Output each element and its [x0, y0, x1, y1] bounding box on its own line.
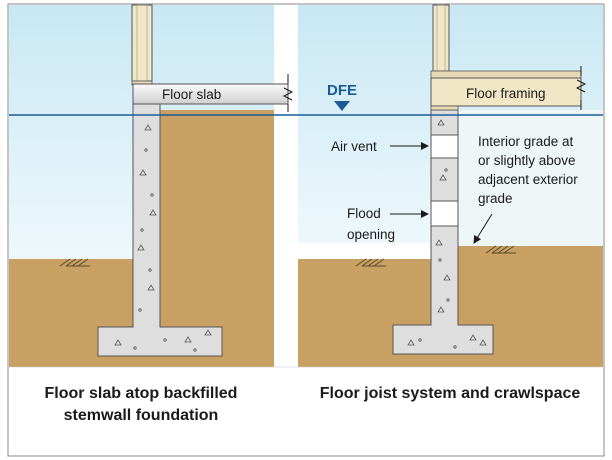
wall-block [430, 157, 459, 202]
backfill [160, 110, 274, 259]
interior-grade-line-1: Interior grade at [478, 134, 574, 149]
right-wall-stud [432, 4, 450, 72]
right-caption: Floor joist system and crawlspace [320, 385, 581, 402]
air-vent [430, 134, 459, 159]
flood-opening [430, 200, 459, 227]
floor-framing [430, 77, 582, 107]
interior-grade-line-4: grade [478, 191, 513, 206]
left-aggregate [114, 124, 212, 352]
down-triangle-icon [334, 101, 350, 111]
interior-grade-line-2: or slightly above [478, 153, 576, 168]
dfe-label: DFE [327, 82, 357, 99]
right-panel: Floor framing Air vent Flood opening Int… [298, 4, 603, 367]
flood-opening-label-2: opening [347, 227, 395, 242]
sill-plate [430, 70, 582, 79]
flood-opening-label-1: Flood [347, 206, 381, 221]
floor-slab-label: Floor slab [162, 87, 221, 102]
left-caption-line-2: stemwall foundation [64, 407, 219, 424]
interior-grade-arrow [473, 213, 493, 244]
left-caption-line-1: Floor slab atop backfilled [45, 385, 238, 402]
left-grade-hatch [59, 258, 90, 267]
stemwall [97, 103, 223, 357]
right-aggregate [407, 119, 487, 349]
left-panel: Floor slab [9, 4, 294, 367]
air-vent-label: Air vent [331, 139, 377, 154]
interior-grade-line-3: adjacent exterior [478, 172, 578, 187]
right-stemwall [392, 225, 494, 355]
crawlspace [458, 110, 603, 246]
left-wall-stud [131, 4, 153, 82]
break-line-icon [282, 74, 294, 112]
right-grade-hatch [355, 245, 516, 267]
floor-framing-label: Floor framing [466, 86, 546, 101]
break-line-icon-right [575, 66, 587, 110]
top-wall-block [430, 109, 459, 136]
